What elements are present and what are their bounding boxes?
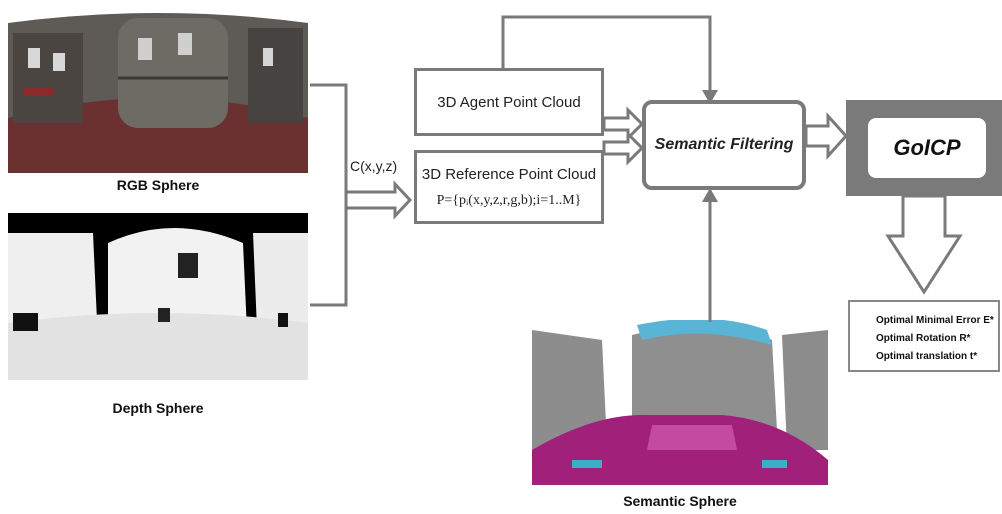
output-minimal-error: Optimal Minimal Error E* [876, 315, 994, 326]
goicp-node: GoICP [846, 100, 1002, 196]
agent-point-cloud-node: 3D Agent Point Cloud [414, 68, 604, 136]
outputs-box: Optimal Minimal Error E* Optimal Rotatio… [848, 300, 1000, 372]
reference-point-cloud-label: 3D Reference Point Cloud [421, 165, 597, 183]
depth-sphere-image [8, 213, 308, 380]
semantic-sphere-caption: Semantic Sphere [623, 493, 737, 509]
concat-label: C(x,y,z) [350, 158, 398, 174]
rgb-sphere-image [8, 8, 308, 173]
output-rotation: Optimal Rotation R* [876, 333, 971, 344]
goicp-label: GoICP [868, 118, 986, 178]
output-translation: Optimal translation t* [876, 351, 978, 362]
reference-formula: P={pᵢ(x,y,z,r,g,b);i=1..M} [436, 192, 582, 208]
agent-point-cloud-label: 3D Agent Point Cloud [437, 93, 581, 111]
semantic-sphere-image [532, 320, 828, 485]
rgb-sphere-caption: RGB Sphere [116, 177, 200, 193]
reference-point-cloud-node: 3D Reference Point Cloud P={pᵢ(x,y,z,r,g… [414, 150, 604, 224]
semantic-filtering-label: Semantic Filtering [654, 136, 794, 153]
semantic-filtering-node: Semantic Filtering [642, 100, 806, 190]
depth-sphere-caption: Depth Sphere [112, 400, 204, 416]
